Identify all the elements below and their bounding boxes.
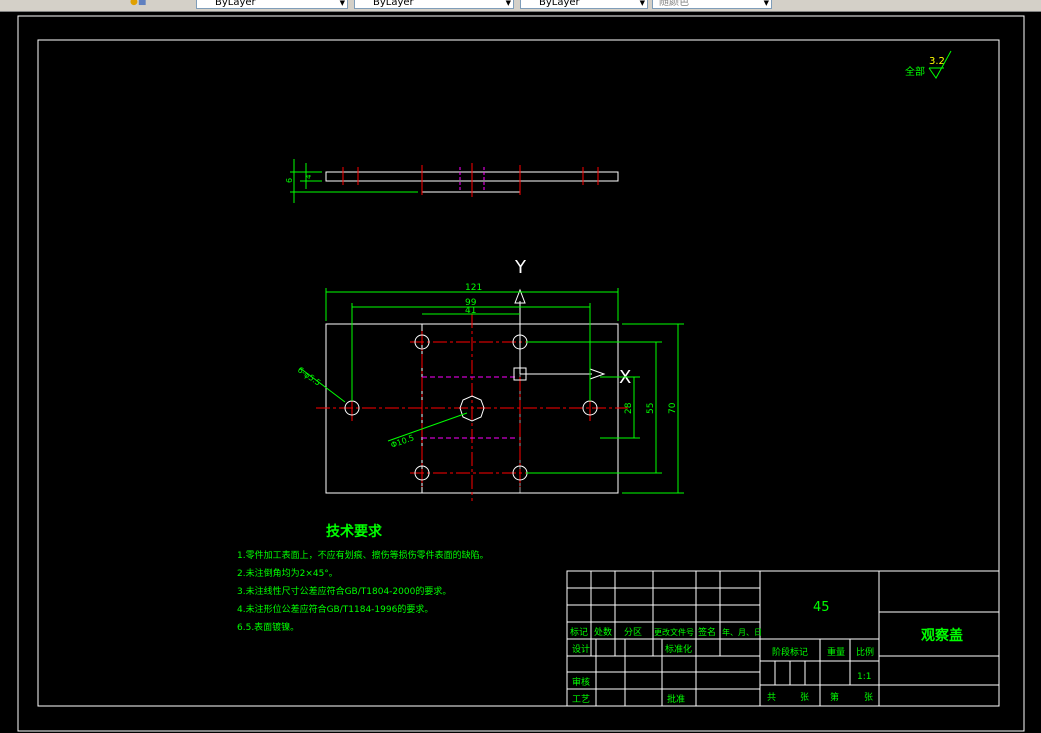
title-block <box>566 570 1000 707</box>
tb-nianyueri: 年、月、日 <box>722 627 762 637</box>
side-view: 6 4 <box>285 159 619 203</box>
dim-121: 121 <box>465 283 482 293</box>
tb-part-name: 观察盖 <box>921 627 963 644</box>
plotstyle-dropdown[interactable]: 随颜色 ▼ <box>652 0 772 9</box>
dim-55: 55 <box>646 403 656 414</box>
front-view: Y X <box>316 257 631 501</box>
layer-stack-icon: ■ <box>137 0 147 7</box>
tech-note-5: 6.5.表面镀镍。 <box>237 621 299 633</box>
linetype-dropdown-value: ByLayer <box>539 0 580 8</box>
tb-gong: 共 <box>767 692 776 703</box>
dim-28: 28 <box>624 402 634 414</box>
tb-bili: 比例 <box>856 646 874 658</box>
properties-toolbar: ●■ ByLayer ▼ ByLayer ▼ ByLayer ▼ 随颜色 ▼ <box>0 0 1041 12</box>
tb-gongyi: 工艺 <box>572 694 590 705</box>
tb-qianming: 签名 <box>698 626 716 638</box>
tb-di: 第 <box>830 691 839 703</box>
model-canvas[interactable]: 全部 3.2 6 4 <box>0 11 1041 733</box>
tb-zhang2: 张 <box>864 692 873 703</box>
chevron-down-icon: ▼ <box>763 0 769 7</box>
tech-note-4: 4.未注形位公差应符合GB/T1184-1996的要求。 <box>237 603 433 615</box>
tb-jieduan: 阶段标记 <box>772 646 808 658</box>
tb-chushu: 处数 <box>594 626 612 638</box>
color-dropdown[interactable]: ByLayer ▼ <box>354 0 514 9</box>
dim-70: 70 <box>668 402 678 414</box>
tech-note-2: 2.未注倒角均为2×45°。 <box>237 567 338 579</box>
tech-note-3: 3.未注线性尺寸公差应符合GB/T1804-2000的要求。 <box>237 585 451 597</box>
technical-requirements: 技术要求 1.零件加工表面上，不应有划痕、擦伤等损伤零件表面的缺陷。 2.未注倒… <box>237 523 489 633</box>
dim-41: 41 <box>465 306 476 316</box>
tb-biaozhunhua: 标准化 <box>665 643 692 655</box>
tb-zhongliang: 重量 <box>827 646 845 658</box>
plotstyle-dropdown-value: 随颜色 <box>659 0 689 8</box>
ucs-y-label: Y <box>514 257 527 278</box>
layer-dropdown[interactable]: ByLayer ▼ <box>196 0 348 9</box>
dim-99: 99 <box>465 298 477 308</box>
dim-holes-callout: 6-φ5.5 <box>296 365 322 387</box>
surface-finish-label: 全部 <box>905 65 925 78</box>
tech-title: 技术要求 <box>326 523 383 540</box>
chevron-down-icon: ▼ <box>339 0 345 7</box>
tb-pizhun: 批准 <box>667 693 685 705</box>
tb-sheji: 设计 <box>572 643 590 655</box>
chevron-down-icon: ▼ <box>505 0 511 7</box>
title-block-texts: 标记 处数 分区 更改文件号 签名 年、月、日 设计 标准化 审核 工艺 批准 … <box>570 600 963 705</box>
layer-icons[interactable]: ●■ <box>130 0 150 9</box>
tb-fenqu: 分区 <box>624 627 642 638</box>
chevron-down-icon: ▼ <box>639 0 645 7</box>
dim-side-small: 4 <box>305 174 313 179</box>
tb-scale-value: 1:1 <box>857 672 871 682</box>
tb-zhang1: 张 <box>800 692 809 703</box>
surface-finish-value: 3.2 <box>929 56 945 67</box>
color-dropdown-value: ByLayer <box>373 0 414 8</box>
sheet-inner-border <box>37 39 1000 707</box>
tb-gengai: 更改文件号 <box>654 627 694 637</box>
linetype-dropdown[interactable]: ByLayer ▼ <box>520 0 648 9</box>
dim-side-thickness: 6 <box>285 178 294 183</box>
layer-bulb-icon: ● <box>130 0 138 7</box>
layer-dropdown-value: ByLayer <box>215 0 256 8</box>
tb-shenhe: 审核 <box>572 676 590 688</box>
tb-biaoji: 标记 <box>570 626 588 638</box>
tech-note-1: 1.零件加工表面上，不应有划痕、擦伤等损伤零件表面的缺陷。 <box>237 549 489 561</box>
surface-finish-symbol: 全部 3.2 <box>905 50 952 79</box>
sheet-outer-border <box>17 15 1025 732</box>
tb-material: 45 <box>813 600 830 615</box>
dimensions <box>299 288 684 494</box>
